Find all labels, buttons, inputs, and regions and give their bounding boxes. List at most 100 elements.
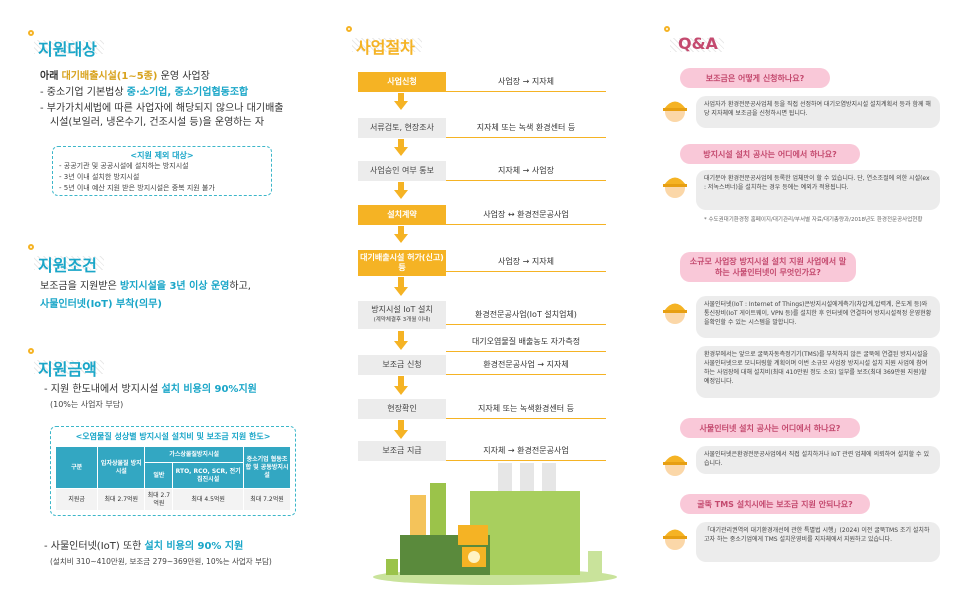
flow-arrow [398,182,404,190]
flow-arrow [398,139,404,147]
exclusion-item: - 5년 이내 예산 지원 받은 방지시설은 중복 지원 불가 [59,184,215,192]
heading-bullet [28,348,34,354]
step-site-check: 현장확인 [358,399,446,419]
iot-line-1: - 사물인터넷(IoT) 또한 설치 비용의 90% 지원 [44,541,244,552]
qa-title: Q&A [678,34,718,53]
question-bubble: 보조금은 어떻게 신청하나요? [680,68,830,88]
step-desc: 사업장 → 지자체 [446,252,606,272]
answer-footnote: * 수도권대기환경청 홈페이지/대기관리/부서별 자료/대기총량과/2018년도… [704,217,923,223]
exclusion-title: <지원 제외 대상> [130,151,194,160]
question-bubble: 방지시설 설치 공사는 어디에서 하나요? [680,144,860,164]
flow-arrow-head [394,101,408,110]
exclusion-item: - 공공기관 및 공공시설에 설치하는 방지시설 [59,162,189,170]
flow-arrow [398,226,404,234]
step-desc: 환경전문공사업 → 지자체 [446,355,606,375]
exclusion-box: <지원 제외 대상> - 공공기관 및 공공시설에 설치하는 방지시설 - 3년… [52,146,272,196]
target-title: 지원대상 [38,40,97,59]
step-desc: 사업장 → 지자체 [446,72,606,92]
worker-avatar-icon [663,177,687,198]
step-desc: 환경전문공사업(IoT 설치업체) [446,305,606,325]
flow-arrow-head [394,386,408,395]
question-bubble: 소규모 사업장 방지시설 설치 지원 사업에서 말하는 사물인터넷이 무엇인가요… [680,252,856,282]
flow-arrow-head [394,190,408,199]
worker-avatar-icon [663,455,687,476]
step-sublabel: (계약체결후 3개월 이내) [373,317,431,323]
amount-title: 지원금액 [38,360,97,379]
step-approval: 사업승인 여부 통보 [358,161,446,181]
flow-arrow [398,376,404,386]
flow-arrow [398,420,404,430]
process-title: 사업절차 [356,38,415,57]
table-cell: 최대 7.2억원 [243,488,291,511]
support-limit-table: 구분 입자상물질 방지시설 가스상물질방지시설 중소기업 협동조합 및 공동방지… [54,446,291,511]
support-table-title: <오염물질 성상별 방지시설 설치비 및 보조금 지원 한도> [75,432,271,441]
flow-arrow-head [394,147,408,156]
question-bubble: 사물인터넷 설치 공사는 어디에서 하나요? [680,418,860,438]
heading-pattern [670,38,724,52]
target-line-1: 아래 대기배출시설(1~5종) 운영 사업장 [40,71,210,82]
step-label: 방지시설 IoT 설치 [371,305,433,314]
table-header: 일반 [144,462,174,489]
factory-illustration [373,463,617,585]
table-cell: 최대 2.7억원 [144,488,174,511]
target-line-3: - 부가가치세법에 따른 사업자에 해당되지 않으나 대기배출 [40,103,284,114]
flow-arrow-head [394,287,408,296]
heading-bullet [664,26,670,32]
question-bubble: 굴뚝 TMS 설치시에는 보조금 지원 안되나요? [680,494,870,514]
step-apply: 사업신청 [358,72,446,92]
table-cell: 최대 4.5억원 [172,488,244,511]
step-desc: 지자체 → 환경전문공사업 [446,441,606,461]
table-cell: 지원금 [54,488,99,511]
amount-line-1: - 지원 한도내에서 방지시설 설치 비용의 90%지원 [44,384,257,395]
condition-line-2: 사물인터넷(IoT) 부착(의무) [40,299,162,310]
step-subsidy-apply: 보조금 신청 [358,355,446,375]
worker-avatar-icon [663,529,687,550]
answer-bubble: 「대기관리권역의 대기환경개선에 관한 특별법 시행」(2024) 이전 굴뚝T… [696,522,940,562]
heading-pattern [34,40,104,54]
worker-avatar-icon [663,303,687,324]
worker-avatar-icon [663,101,687,122]
flow-arrow [398,277,404,287]
exclusion-item: - 3년 이내 설치한 방지시설 [59,173,140,181]
table-header: 입자상물질 방지시설 [97,446,146,489]
table-header: 구분 [54,446,99,489]
target-line-2: - 중소기업 기본법상 중·소기업, 중소기업협동조합 [40,87,249,98]
heading-bullet [346,26,352,32]
flow-arrow-head [394,430,408,439]
heading-pattern [34,360,104,374]
answer-bubble: 사업자가 환경전문공사업체 등을 직접 선정하여 대기오염방지시설 설치계획서 … [696,96,940,128]
target-line-4: 시설(보일러, 냉온수기, 건조시설 등)을 운영하는 자 [50,117,265,128]
answer-bubble: 사물인터넷(IoT : Internet of Things)은방지시설에계측기… [696,296,940,338]
answer-bubble: 사물인터넷은환경전문공사업에서 직접 설치하거나 IoT 관련 업체에 의뢰하여… [696,446,940,474]
amount-line-2: (10%는 사업자 부담) [50,400,124,409]
support-limit-box: <오염물질 성상별 방지시설 설치비 및 보조금 지원 한도> 구분 입자상물질… [50,426,296,516]
condition-line-1: 보조금을 지원받은 방지시설을 3년 이상 운영하고, [40,281,251,292]
condition-title: 지원조건 [38,256,97,275]
table-cell: 최대 2.7억원 [97,488,146,511]
flow-arrow-head [394,234,408,243]
step-contract: 설치계약 [358,205,446,225]
step-desc: 지자체 또는 녹색 환경센터 등 [446,118,606,138]
heading-pattern [34,256,104,270]
step-subsidy-pay: 보조금 지급 [358,441,446,461]
table-header: RTO, RCO, SCR, 전기 집진시설 [172,462,244,489]
heading-bullet [28,244,34,250]
table-header: 가스상물질방지시설 [144,446,244,463]
step-desc: 사업장 ↔ 환경전문공사업 [446,205,606,225]
answer-bubble: 대기분야 환경전문공사업에 등록한 업체만이 할 수 있습니다. 단, 연소조절… [696,170,940,210]
step-review: 서류검토, 현장조사 [358,118,446,138]
iot-line-2: (설치비 310~410만원, 보조금 279~369만원, 10%는 사업자 … [50,557,272,566]
flow-arrow [398,331,404,341]
answer-bubble: 환경부에서는 앞으로 굴뚝자동측정기기(TMS)를 부착하지 않은 굴뚝에 연결… [696,346,940,398]
flow-arrow [398,93,404,101]
heading-bullet [28,30,34,36]
step-permit: 대기배출시설 허가(신고) 등 [358,250,446,276]
heading-pattern [352,38,422,52]
step-iot-install: 방지시설 IoT 설치 (계약체결후 3개월 이내) [358,301,446,329]
flow-arrow-head [394,341,408,350]
step-desc: 지자체 → 사업장 [446,161,606,181]
step-desc: 대기오염물질 배출농도 자가측정 [446,332,606,352]
step-desc: 지자체 또는 녹색환경센터 등 [446,399,606,419]
table-header: 중소기업 협동조합 및 공동방지시설 [243,446,291,489]
